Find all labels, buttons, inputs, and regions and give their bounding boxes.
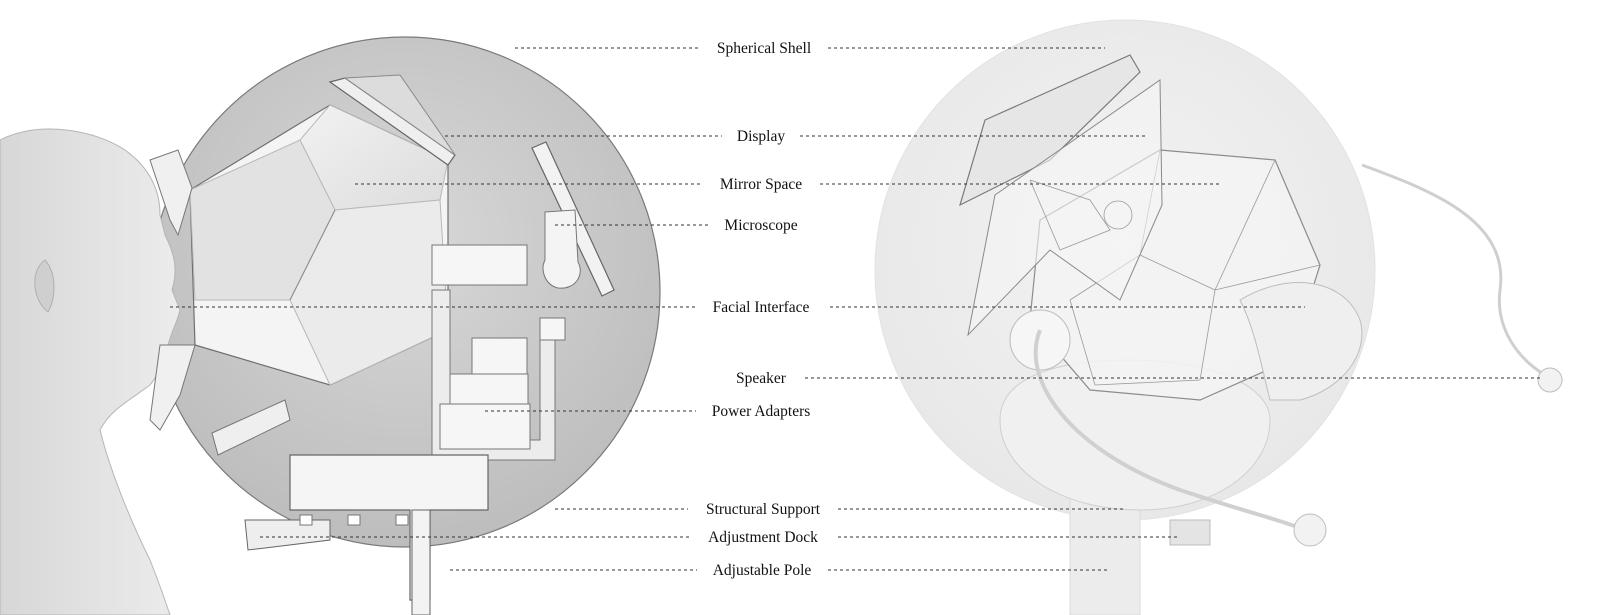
cable — [1361, 163, 1546, 377]
labels: Spherical Shell Display Mirror Space Mic… — [706, 40, 821, 579]
label-mirror-space: Mirror Space — [720, 176, 802, 193]
support-wedge — [211, 399, 291, 456]
microscope-body — [431, 244, 528, 286]
display-wedge — [343, 74, 456, 156]
dock-slot — [299, 514, 313, 526]
label-facial-interface: Facial Interface — [713, 299, 810, 316]
ghost-display-frame — [967, 79, 1163, 337]
ear-shape — [34, 259, 55, 313]
cable-end — [1537, 367, 1563, 393]
section-view — [0, 36, 661, 615]
microscope-base — [542, 209, 581, 289]
label-spherical-shell: Spherical Shell — [717, 40, 811, 57]
label-adjustment-dock: Adjustment Dock — [708, 529, 818, 546]
perspective-view — [874, 19, 1563, 615]
cable — [1033, 329, 1301, 530]
ghost-speaker — [1239, 282, 1363, 401]
label-display: Display — [737, 128, 785, 145]
ghost-ear-pad — [1009, 309, 1071, 371]
label-power-adapters: Power Adapters — [712, 403, 811, 420]
leader-lines — [170, 47, 1540, 571]
ghost-display-panel — [959, 54, 1141, 207]
adjustment-dock-section — [244, 519, 331, 551]
dock-slot — [347, 514, 361, 526]
power-adapter-block — [471, 337, 528, 375]
label-structural-support: Structural Support — [706, 501, 821, 518]
bracket — [539, 317, 566, 341]
label-microscope: Microscope — [724, 217, 797, 234]
cable-end — [1293, 513, 1327, 547]
ghost-dock — [1169, 519, 1211, 546]
power-adapter-block — [449, 373, 529, 405]
label-adjustable-pole: Adjustable Pole — [713, 562, 812, 579]
label-speaker: Speaker — [736, 370, 787, 387]
facial-interface-section — [149, 149, 193, 237]
adjustable-pole-section — [411, 509, 431, 615]
facial-interface-lower — [149, 344, 196, 431]
person-silhouette — [0, 128, 181, 615]
dock-slot — [395, 514, 409, 526]
